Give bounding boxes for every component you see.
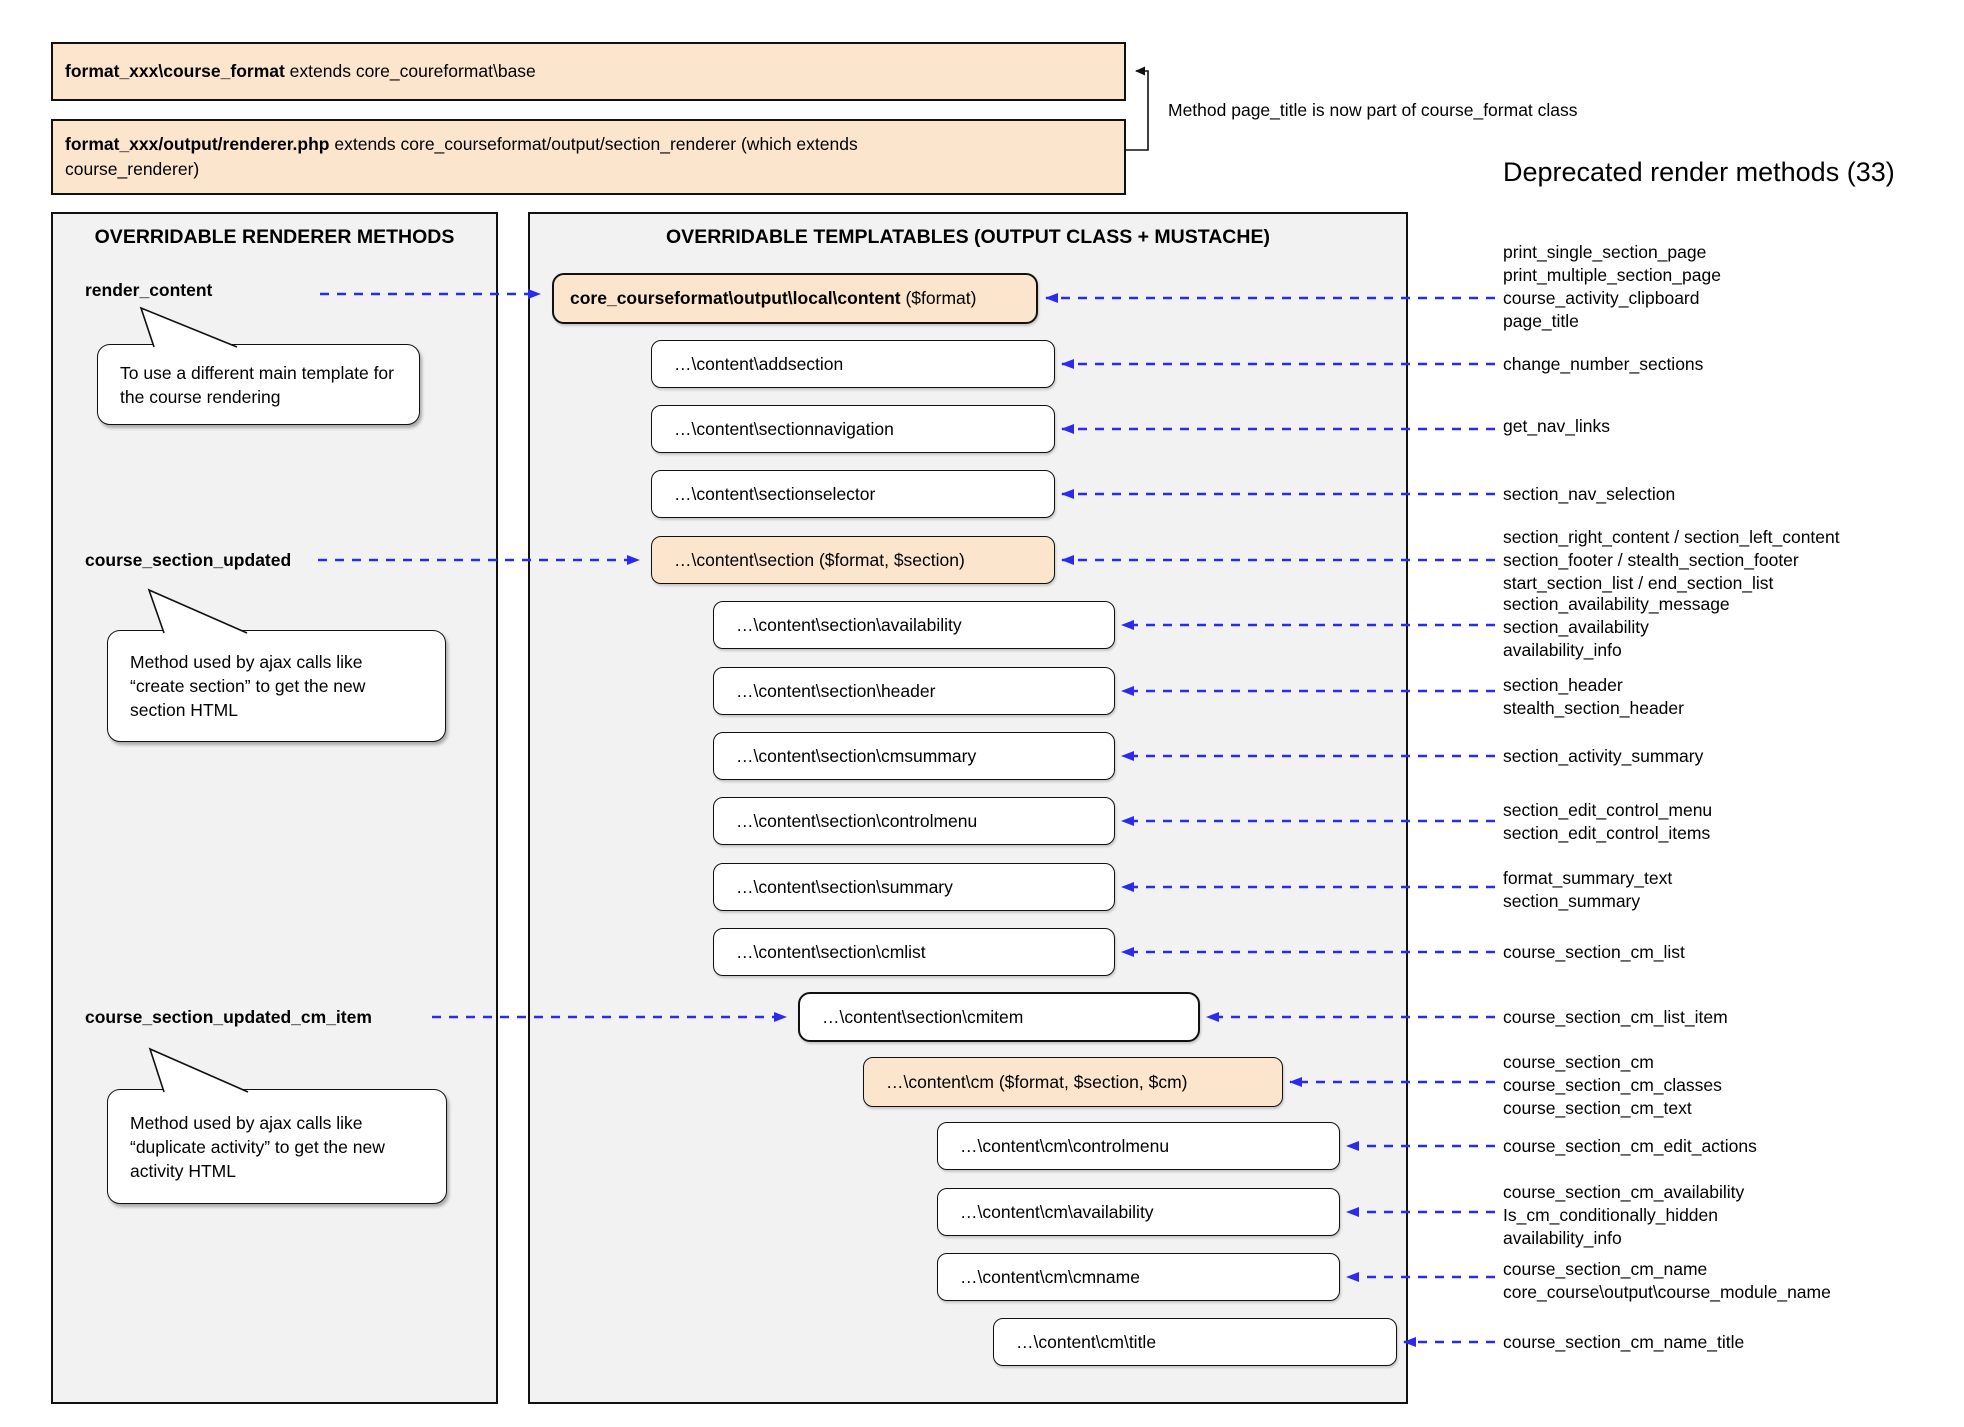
callout-course-section-updated-cm-item: Method used by ajax calls like “duplicate… bbox=[107, 1089, 447, 1204]
text-line: course_section_cm bbox=[1503, 1051, 1654, 1072]
deprecated-group: section_activity_summary bbox=[1503, 745, 1703, 768]
deprecated-group: section_header stealth_section_header bbox=[1503, 674, 1684, 720]
text-line: Method used by ajax calls like bbox=[130, 652, 363, 672]
text-line: “duplicate activity” to get the new bbox=[130, 1136, 385, 1157]
deprecated-group: get_nav_links bbox=[1503, 415, 1610, 438]
text-line: section_header bbox=[1503, 675, 1623, 695]
text-line: section_footer / stealth_section_footer bbox=[1503, 549, 1799, 570]
box-section-cmitem: …\content\section\cmitem bbox=[798, 992, 1200, 1042]
box-section-summary: …\content\section\summary bbox=[713, 863, 1115, 911]
text-line: course_section_cm_name_title bbox=[1503, 1331, 1745, 1352]
renderer-panel-title: OVERRIDABLE RENDERER METHODS bbox=[94, 226, 455, 248]
box-section: …\content\section ($format, $section) bbox=[651, 536, 1055, 584]
renderer-file-bold: format_xxx/output/renderer.php bbox=[65, 134, 330, 154]
box-content: core_courseformat\output\local\content (… bbox=[552, 273, 1038, 324]
text-line: core_course\output\course_module_name bbox=[1503, 1282, 1831, 1302]
box-section-controlmenu: …\content\section\controlmenu bbox=[713, 797, 1115, 845]
box-addsection: …\content\addsection bbox=[651, 340, 1055, 388]
class-extends-text: extends core_coureformat\base bbox=[284, 61, 536, 81]
box-cm-controlmenu: …\content\cm\controlmenu bbox=[937, 1122, 1340, 1170]
renderer-file-line1: format_xxx/output/renderer.php extends c… bbox=[65, 132, 1112, 157]
text-line: section_right_content / section_left_con… bbox=[1503, 526, 1840, 547]
deprecated-group: change_number_sections bbox=[1503, 353, 1703, 376]
deprecated-group: print_single_section_page print_multiple_… bbox=[1503, 241, 1721, 333]
box-section-cmlist: …\content\section\cmlist bbox=[713, 928, 1115, 976]
box-cm: …\content\cm ($format, $section, $cm) bbox=[863, 1057, 1283, 1107]
box-section-header: …\content\section\header bbox=[713, 667, 1115, 715]
text-line: start_section_list / end_section_list bbox=[1503, 572, 1774, 593]
deprecated-group: course_section_cm_name core_course\output… bbox=[1503, 1258, 1831, 1304]
box-content-text: core_courseformat\output\local\content (… bbox=[570, 288, 976, 309]
text-line: course_section_cm_list_item bbox=[1503, 1006, 1728, 1027]
text-line: change_number_sections bbox=[1503, 353, 1704, 374]
box-sectionnavigation: …\content\sectionnavigation bbox=[651, 405, 1055, 453]
deprecated-group: format_summary_text section_summary bbox=[1503, 867, 1672, 913]
class-name-bold: format_xxx\course_format bbox=[65, 61, 285, 81]
deprecated-group: section_right_content / section_left_con… bbox=[1503, 526, 1840, 595]
course-format-class-box: format_xxx\course_format extends core_co… bbox=[51, 42, 1126, 101]
renderer-extends-text: extends core_courseformat/output/section… bbox=[329, 134, 858, 154]
box-content-bold: core_courseformat\output\local\content bbox=[570, 288, 901, 308]
method-course-section-updated-cm-item: course_section_updated_cm_item bbox=[85, 1007, 372, 1027]
templatables-panel-title: OVERRIDABLE TEMPLATABLES (OUTPUT CLASS +… bbox=[666, 226, 1270, 248]
box-section-cmsummary: …\content\section\cmsummary bbox=[713, 732, 1115, 780]
text-line: section_summary bbox=[1503, 891, 1641, 911]
box-cm-title: …\content\cm\title bbox=[993, 1318, 1397, 1366]
callout-course-section-updated: Method used by ajax calls like “create se… bbox=[107, 630, 446, 742]
text-line: format_summary_text bbox=[1503, 868, 1673, 888]
deprecated-group: course_section_cm_name_title bbox=[1503, 1331, 1744, 1354]
text-line: availability_info bbox=[1503, 639, 1622, 660]
method-course-section-updated: course_section_updated bbox=[85, 550, 292, 570]
box-cm-cmname: …\content\cm\cmname bbox=[937, 1253, 1340, 1301]
callout-render-content: To use a different main template for the … bbox=[97, 344, 420, 425]
text-line: section_nav_selection bbox=[1503, 483, 1676, 504]
text-line: availability_info bbox=[1503, 1227, 1622, 1248]
box-cm-availability: …\content\cm\availability bbox=[937, 1188, 1340, 1236]
text-line: section_edit_control_menu bbox=[1503, 800, 1713, 820]
text-line: print_single_section_page bbox=[1503, 242, 1707, 262]
text-line: get_nav_links bbox=[1503, 415, 1611, 436]
box-section-availability: …\content\section\availability bbox=[713, 601, 1115, 649]
text-line: course_section_cm_classes bbox=[1503, 1074, 1722, 1095]
text-line: course_section_cm_text bbox=[1503, 1097, 1692, 1118]
box-sectionselector: …\content\sectionselector bbox=[651, 470, 1055, 518]
renderer-file-box: format_xxx/output/renderer.php extends c… bbox=[51, 119, 1126, 195]
text-line: course_section_cm_edit_actions bbox=[1503, 1135, 1757, 1156]
text-line: “create section” to get the new bbox=[130, 676, 366, 696]
text-line: print_multiple_section_page bbox=[1503, 265, 1721, 285]
text-line: course_activity_clipboard bbox=[1503, 288, 1700, 308]
deprecated-group: section_edit_control_menu section_edit_co… bbox=[1503, 799, 1712, 845]
text-line: stealth_section_header bbox=[1503, 698, 1684, 718]
text-line: section HTML bbox=[130, 700, 238, 720]
text-line: course_section_cm_name bbox=[1503, 1259, 1708, 1279]
course-format-class-text: format_xxx\course_format extends core_co… bbox=[65, 59, 1112, 84]
text-line: Is_cm_conditionally_hidden bbox=[1503, 1204, 1718, 1225]
box-content-args: ($format) bbox=[900, 288, 977, 308]
text-line: section_edit_control_items bbox=[1503, 823, 1711, 843]
deprecated-group: course_section_cm_edit_actions bbox=[1503, 1135, 1757, 1158]
deprecated-group: course_section_cm_list bbox=[1503, 941, 1685, 964]
deprecated-group: section_nav_selection bbox=[1503, 483, 1675, 506]
text-line: section_activity_summary bbox=[1503, 745, 1704, 766]
text-line: course_section_cm_list bbox=[1503, 941, 1685, 962]
text-line: course_section_cm_availability bbox=[1503, 1181, 1745, 1202]
text-line: To use a different main template for bbox=[120, 362, 394, 383]
deprecated-heading: Deprecated render methods (33) bbox=[1503, 157, 1895, 187]
text-line: section_availability_message bbox=[1503, 593, 1730, 614]
top-bracket-connector bbox=[1126, 66, 1149, 151]
deprecated-group: course_section_cm_list_item bbox=[1503, 1006, 1728, 1029]
method-render-content: render_content bbox=[85, 280, 213, 300]
text-line: page_title bbox=[1503, 311, 1579, 331]
page-title-note: Method page_title is now part of course_… bbox=[1168, 100, 1578, 120]
text-line: activity HTML bbox=[130, 1160, 236, 1181]
text-line: section_availability bbox=[1503, 616, 1649, 637]
renderer-file-line2: course_renderer) bbox=[65, 159, 200, 179]
text-line: Method used by ajax calls like bbox=[130, 1112, 363, 1133]
text-line: the course rendering bbox=[120, 386, 281, 407]
